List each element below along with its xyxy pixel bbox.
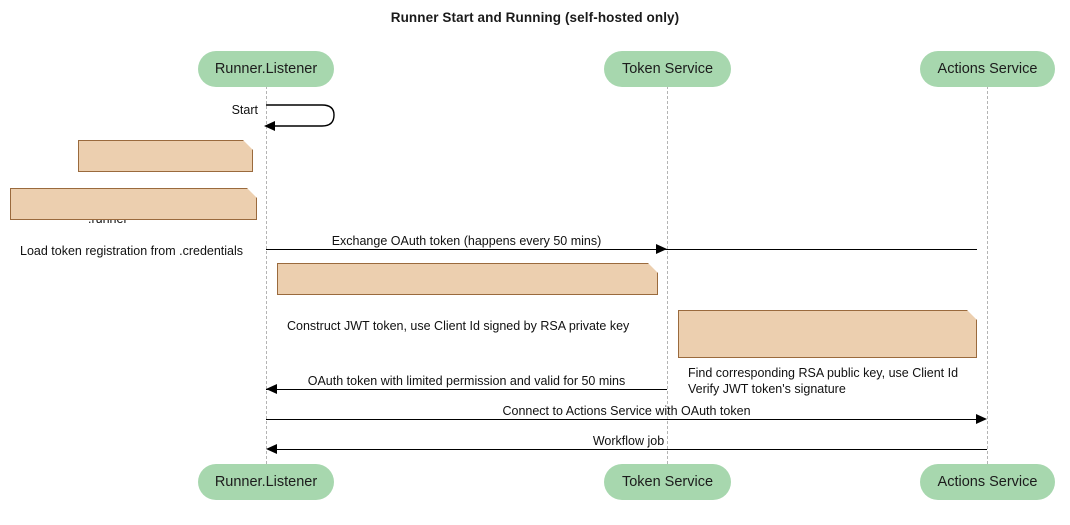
message-connect-actions-label: Connect to Actions Service with OAuth to… — [502, 404, 751, 418]
participant-label: Runner.Listener — [214, 474, 318, 490]
message-oauth-reply-line[interactable] — [266, 389, 667, 390]
lifeline-actions — [987, 86, 988, 464]
message-exchange-oauth-line[interactable] — [266, 249, 977, 250]
message-exchange-oauth-arrowhead — [656, 244, 667, 254]
note-text: Find corresponding RSA public key, use C… — [688, 366, 959, 396]
lifeline-runner — [266, 86, 267, 464]
participant-actions-bottom[interactable]: Actions Service — [920, 464, 1055, 500]
participant-label: Token Service — [621, 61, 714, 77]
message-start-label: Start — [231, 103, 258, 117]
message-workflow-job-line[interactable] — [277, 449, 987, 450]
message-connect-actions-arrowhead — [976, 414, 987, 424]
note-load-config: Load config info from .runner — [78, 140, 253, 226]
page-title: Runner Start and Running (self-hosted on… — [390, 10, 680, 25]
note-fold-edge-icon — [966, 310, 977, 321]
participant-label: Actions Service — [937, 474, 1038, 490]
message-oauth-reply-label: OAuth token with limited permission and … — [307, 374, 626, 388]
participant-label: Runner.Listener — [214, 61, 318, 77]
message-workflow-job-arrowhead — [266, 444, 277, 454]
participant-label: Token Service — [621, 474, 714, 490]
note-fold-edge-icon — [246, 188, 257, 199]
participant-token-top[interactable]: Token Service — [604, 51, 731, 87]
note-verify-jwt: Find corresponding RSA public key, use C… — [678, 310, 977, 396]
message-start[interactable] — [262, 98, 342, 134]
lifeline-token — [667, 86, 668, 464]
message-exchange-oauth-label: Exchange OAuth token (happens every 50 m… — [331, 234, 602, 248]
message-workflow-job-label: Workflow job — [592, 434, 665, 448]
note-fold-edge-icon — [647, 263, 658, 274]
participant-token-bottom[interactable]: Token Service — [604, 464, 731, 500]
participant-runner-top[interactable]: Runner.Listener — [198, 51, 334, 87]
note-construct-jwt: Construct JWT token, use Client Id signe… — [277, 263, 658, 333]
self-loop-path — [264, 104, 335, 131]
participant-runner-bottom[interactable]: Runner.Listener — [198, 464, 334, 500]
note-load-credentials: Load token registration from .credential… — [10, 188, 257, 258]
participant-label: Actions Service — [937, 61, 1038, 77]
message-oauth-reply-arrowhead — [266, 384, 277, 394]
participant-actions-top[interactable]: Actions Service — [920, 51, 1055, 87]
message-connect-actions-line[interactable] — [266, 419, 977, 420]
note-fold-edge-icon — [242, 140, 253, 151]
note-text: Construct JWT token, use Client Id signe… — [287, 319, 630, 333]
note-text: Load token registration from .credential… — [20, 244, 244, 258]
